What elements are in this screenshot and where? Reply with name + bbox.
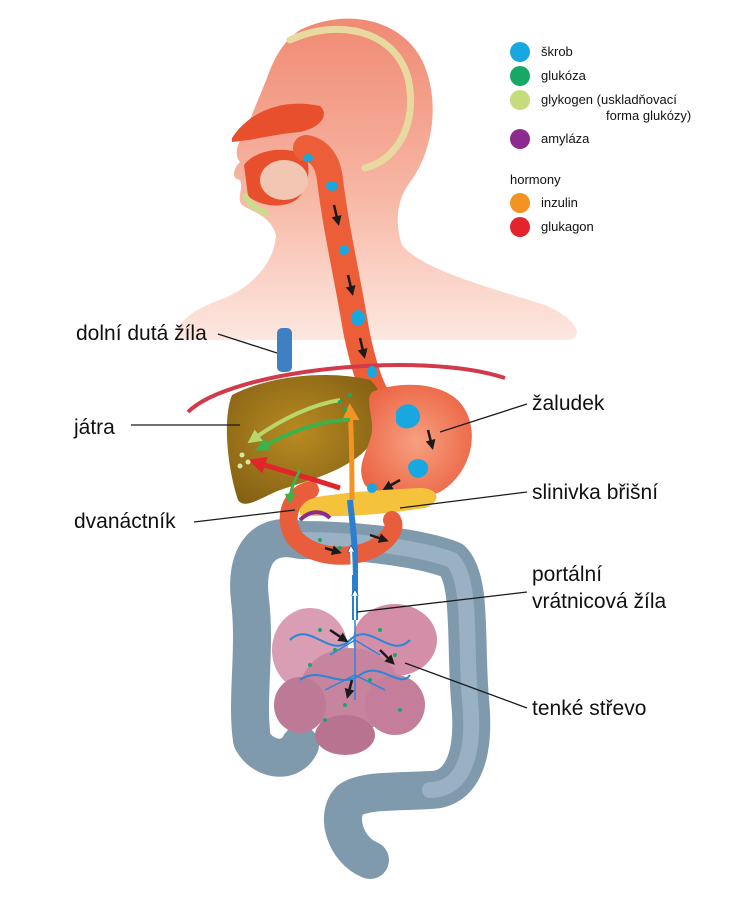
legend-label-insulin: inzulin xyxy=(541,195,578,210)
body-silhouette xyxy=(176,18,577,340)
legend-label-glycogen: glykogen (uskladňovací xyxy=(541,92,677,107)
nasal-cavity xyxy=(232,103,324,142)
digestion-arrows xyxy=(324,204,436,699)
legend-label-glucose: glukóza xyxy=(541,68,586,83)
glucose-arrow xyxy=(255,418,351,451)
tongue xyxy=(260,160,308,200)
label-stomach: žaludek xyxy=(532,392,605,415)
label-vena-cava: dolní dutá žíla xyxy=(76,322,207,345)
leader-lines xyxy=(131,333,528,709)
insulin-arrow xyxy=(341,403,360,501)
label-liver: játra xyxy=(74,416,115,439)
legend-label-glycogen-line2: forma glukózy) xyxy=(606,108,692,123)
label-small-intestine: tenké střevo xyxy=(532,697,647,720)
starch-particles xyxy=(303,154,429,493)
label-duodenum: dvanáctník xyxy=(74,510,176,533)
glucagon-arrow xyxy=(248,456,341,491)
legend-label-starch: škrob xyxy=(541,44,573,59)
legend-label-amylase: amyláza xyxy=(541,131,590,146)
chin xyxy=(241,192,269,216)
label-portal-vein-line1: portální xyxy=(532,563,603,586)
diaphragm xyxy=(186,363,506,414)
legend-swatch-glucose xyxy=(510,66,530,86)
amylase-marker xyxy=(298,510,332,522)
portal-vein-vessel xyxy=(347,499,358,620)
legend-swatch-starch xyxy=(510,42,530,62)
small-intestine-organ xyxy=(272,604,437,755)
legend-swatch-glycogen xyxy=(510,90,530,110)
label-portal-vein-line2: vrátnicová žíla xyxy=(532,590,667,613)
glycogen-arrow xyxy=(247,398,341,444)
vena-cava-vessel xyxy=(277,328,292,372)
legend-swatch-glucagon xyxy=(510,217,530,237)
stomach-organ xyxy=(361,384,472,500)
legend-hormones-title: hormony xyxy=(510,172,561,187)
legend-swatch-insulin xyxy=(510,193,530,213)
label-pancreas: slinivka břišní xyxy=(532,481,659,504)
glucose-arrow-2 xyxy=(284,469,302,505)
legend-label-glucagon: glukagon xyxy=(541,219,594,234)
skull-outline xyxy=(286,25,415,172)
glycogen-dots xyxy=(237,452,251,469)
legend-swatch-amylase xyxy=(510,129,530,149)
pancreas-organ xyxy=(300,488,437,517)
